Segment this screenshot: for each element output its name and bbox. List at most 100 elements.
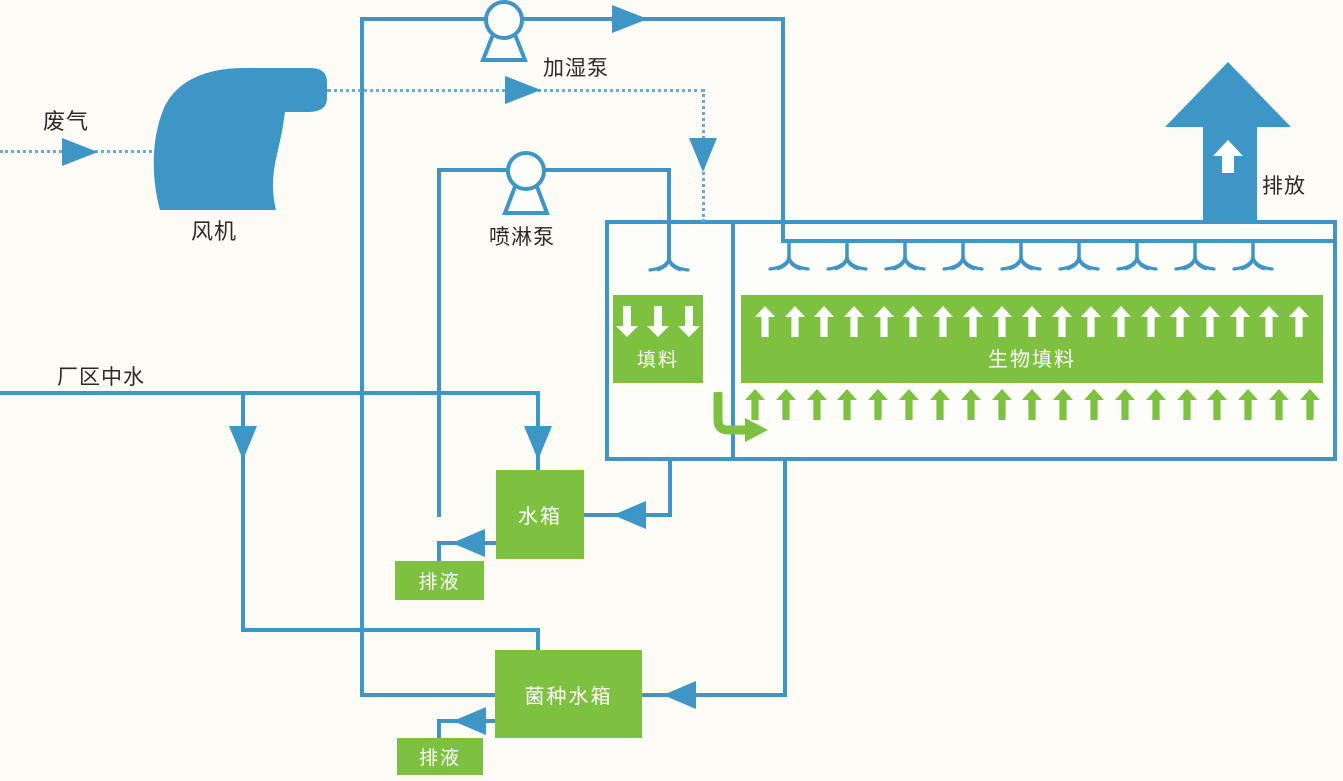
spray-nozzle-row: [767, 241, 1275, 281]
gas-upflow-arrows: [745, 389, 1320, 420]
humidifier-line-arrow-icon: [612, 5, 648, 33]
discharge-label: 排放: [1262, 175, 1306, 198]
spray-nozzle: [825, 241, 869, 283]
bio-upflow-arrows: [741, 306, 1323, 337]
up-arrow-icon: [962, 306, 983, 337]
water-tank-label: 水箱: [518, 506, 562, 528]
gas-up-arrow: [991, 389, 1012, 420]
waste-gas-arrow-icon: [62, 138, 98, 166]
up-arrow-icon: [991, 389, 1012, 420]
seed-tank-return-arrow-icon: [663, 681, 696, 709]
gas-up-arrow: [745, 389, 765, 420]
up-arrow-icon: [775, 389, 796, 420]
underflow-bend-arrow: [713, 392, 768, 442]
gas-up-arrow: [1238, 389, 1259, 420]
gas-up-arrow: [1053, 389, 1074, 420]
up-arrow-icon: [899, 389, 920, 420]
pipe-bio-drain: [783, 458, 787, 697]
pipe-packing-nozzle-feed: [667, 168, 671, 258]
vessel-inlet-arrow-icon: [689, 138, 717, 172]
gas-up-arrow: [1084, 389, 1105, 420]
up-arrow-icon: [1288, 306, 1309, 337]
up-arrow-icon: [868, 389, 889, 420]
up-arrow-icon: [814, 306, 835, 337]
up-arrow-icon: [1299, 389, 1320, 420]
discharge-stack-arrow: [1165, 62, 1291, 220]
down-arrow-icon: [616, 306, 638, 337]
spray-header-pipe: [785, 239, 1333, 243]
pipe-humidifier-top: [360, 17, 785, 21]
spray-nozzle: [999, 241, 1043, 283]
pipe-spray-riser: [437, 168, 441, 517]
up-arrow-icon: [929, 389, 950, 420]
fan-icon: [153, 68, 327, 210]
up-arrow-icon: [1207, 389, 1228, 420]
seed-tank-drain-box: 排液: [397, 738, 483, 775]
bio-packing-label: 生物填料: [988, 349, 1076, 371]
pipe-header-feed: [781, 17, 785, 243]
spray-nozzle: [1173, 241, 1217, 283]
pipe-seed-tank-feed-h: [241, 628, 540, 632]
gas-up-arrow: [899, 389, 920, 420]
up-arrow-icon: [873, 306, 894, 337]
spray-nozzle: [941, 241, 985, 283]
spray-nozzle-icon: [1000, 241, 1042, 271]
spray-nozzle-icon: [1058, 241, 1100, 271]
down-arrow-icon: [678, 306, 700, 337]
pipe-water-tank-drain-v: [437, 541, 441, 563]
up-arrow-icon: [837, 389, 858, 420]
spray-nozzle-icon: [942, 241, 984, 271]
spray-nozzle: [1231, 241, 1275, 283]
spray-nozzle-icon: [768, 241, 810, 271]
gas-up-arrow: [1207, 389, 1228, 420]
seed-tank-drain-label: 排液: [418, 748, 461, 769]
up-arrow-icon: [1084, 389, 1105, 420]
humidifier-pump-label: 加湿泵: [543, 57, 609, 80]
pipe-seed-tank-drain-v: [437, 719, 441, 740]
up-arrow-icon: [1259, 306, 1280, 337]
up-arrow-icon: [1053, 389, 1074, 420]
water-tank-return-arrow-icon: [613, 501, 646, 529]
pipe-seed-tank-suction: [360, 693, 497, 697]
up-arrow-icon: [1114, 389, 1135, 420]
gas-up-arrow: [1022, 389, 1043, 420]
up-arrow-icon: [1081, 306, 1102, 337]
up-arrow-icon: [1021, 306, 1042, 337]
packing-downflow-arrows: [613, 306, 703, 337]
fan-outlet-arrow-icon: [505, 76, 541, 104]
up-arrow-icon: [1110, 306, 1131, 337]
up-arrow-icon: [903, 306, 924, 337]
spray-nozzle: [883, 241, 927, 283]
pipe-packing-drain: [668, 458, 672, 517]
up-arrow-icon: [1269, 389, 1290, 420]
up-arrow-icon: [1051, 306, 1072, 337]
water-tank-drain-label: 排液: [418, 572, 461, 593]
packing-media-box: 填料: [613, 295, 703, 383]
spray-nozzle-icon: [1174, 241, 1216, 271]
up-arrow-icon: [1022, 389, 1043, 420]
gas-up-arrow: [868, 389, 889, 420]
vessel-divider: [731, 222, 735, 459]
up-arrow-icon: [1170, 306, 1191, 337]
up-arrow-icon: [1140, 306, 1161, 337]
spray-pump-label: 喷淋泵: [489, 226, 555, 249]
pipe-plant-water: [0, 391, 540, 395]
gas-up-arrow: [1145, 389, 1166, 420]
up-arrow-icon: [784, 306, 805, 337]
down-arrow-icon: [647, 306, 669, 337]
water-tank-box: 水箱: [496, 470, 584, 559]
pipe-spray-top: [437, 168, 671, 172]
up-arrow-icon: [960, 389, 981, 420]
gas-up-arrow: [929, 389, 950, 420]
gas-up-arrow: [1114, 389, 1135, 420]
plant-water-label: 厂区中水: [57, 366, 145, 389]
spray-nozzle-icon: [884, 241, 926, 271]
pipe-seed-riser: [360, 17, 364, 697]
spray-nozzle: [1057, 241, 1101, 283]
packing-label: 填料: [636, 350, 679, 371]
bio-media-box: 生物填料: [741, 295, 1323, 383]
up-arrow-icon: [932, 306, 953, 337]
spray-nozzle-icon: [1116, 241, 1158, 271]
humidifier-pump-icon: [480, 0, 528, 62]
